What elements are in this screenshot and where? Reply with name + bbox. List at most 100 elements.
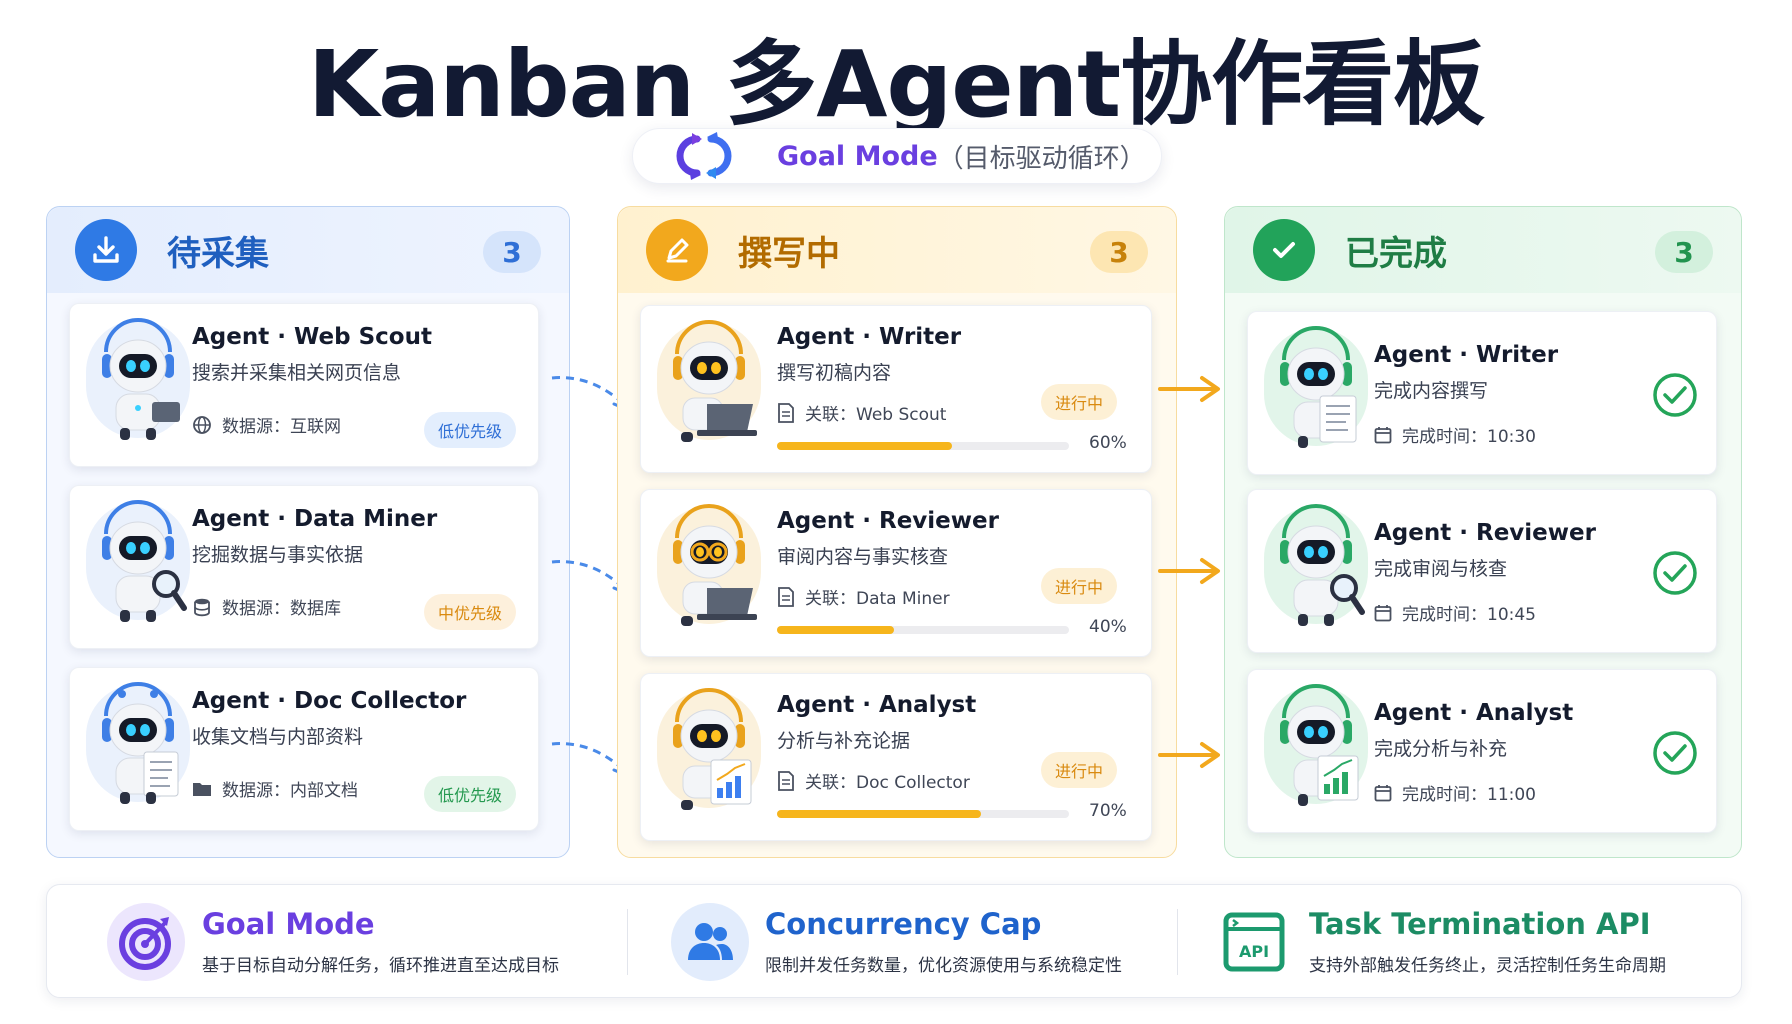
check-circle-icon xyxy=(1653,373,1697,417)
column-writing: 撰写中 3 Agent · Writer 撰写初稿内容 关联：Web Scout… xyxy=(617,206,1177,858)
progress-fill xyxy=(777,810,982,818)
download-icon xyxy=(75,219,137,281)
column-count-badge: 3 xyxy=(1090,231,1148,273)
agent-source: 数据源：数据库 xyxy=(192,594,341,619)
agent-description: 完成内容撰写 xyxy=(1374,380,1489,402)
source-label: 数据源：互联网 xyxy=(222,417,341,437)
agent-card-reviewer[interactable]: Agent · Reviewer 审阅内容与事实核查 关联：Data Miner… xyxy=(640,489,1152,657)
column-title: 待采集 xyxy=(167,233,269,274)
agent-name: Agent · Analyst xyxy=(1374,700,1574,726)
column-title: 撰写中 xyxy=(738,233,840,274)
progress-bar xyxy=(777,626,1069,634)
agent-card-analyst-done[interactable]: Agent · Analyst 完成分析与补充 完成时间：11:00 xyxy=(1247,669,1717,833)
agent-name: Agent · Web Scout xyxy=(192,324,432,350)
progress-fill xyxy=(777,626,894,634)
goal-mode-subtitle: （目标驱动循环） xyxy=(937,143,1146,174)
document-icon xyxy=(778,770,794,791)
agent-description: 分析与补充论据 xyxy=(777,730,911,752)
target-icon xyxy=(107,903,185,981)
feature-title: Task Termination API xyxy=(1309,907,1651,941)
progress-bar xyxy=(777,442,1069,450)
flow-arrow-icon xyxy=(1158,558,1220,584)
agent-name: Agent · Reviewer xyxy=(1374,520,1596,546)
link-label: 关联：Web Scout xyxy=(805,405,947,425)
priority-badge: 低优先级 xyxy=(424,776,517,812)
robot-avatar-icon xyxy=(1280,684,1359,806)
feature-description: 基于目标自动分解任务，循环推进直至达成目标 xyxy=(202,956,559,976)
robot-avatar-icon xyxy=(673,320,757,442)
agent-card-writer-done[interactable]: Agent · Writer 完成内容撰写 完成时间：10:30 xyxy=(1247,311,1717,475)
completion-time-label: 完成时间：11:00 xyxy=(1402,785,1536,805)
feature-description: 限制并发任务数量，优化资源使用与系统稳定性 xyxy=(765,956,1122,976)
agent-name: Agent · Doc Collector xyxy=(192,688,467,714)
status-badge: 进行中 xyxy=(1041,568,1118,604)
robot-avatar-icon xyxy=(102,500,187,622)
column-count-badge: 3 xyxy=(1655,231,1713,273)
globe-icon xyxy=(193,415,211,434)
column-done: 已完成 3 Agent · Writer 完成内容撰写 完成时间：10:30 xyxy=(1224,206,1742,858)
robot-avatar-icon xyxy=(102,318,180,440)
agent-source: 数据源：互联网 xyxy=(192,412,341,437)
api-icon-text: API xyxy=(1239,942,1269,961)
agent-name: Agent · Writer xyxy=(1374,342,1559,368)
page-title: Kanban 多Agent协作看板 xyxy=(307,31,1485,138)
feature-title: Goal Mode xyxy=(202,907,375,941)
check-circle-icon xyxy=(1653,731,1697,775)
robot-avatar-icon xyxy=(673,504,757,626)
calendar-icon xyxy=(1374,604,1392,621)
agent-card-data-miner[interactable]: Agent · Data Miner 挖掘数据与事实依据 数据源：数据库 中优先… xyxy=(69,485,539,649)
priority-badge: 中优先级 xyxy=(424,594,517,630)
goal-mode-label: Goal Mode xyxy=(777,140,938,172)
robot-avatar-icon xyxy=(1280,326,1357,448)
agent-description: 审阅内容与事实核查 xyxy=(777,546,949,568)
feature-title: Concurrency Cap xyxy=(765,907,1042,941)
pencil-icon xyxy=(646,219,708,281)
progress-percent: 40% xyxy=(1089,617,1127,637)
agent-link: 关联：Web Scout xyxy=(777,400,946,425)
agent-name: Agent · Writer xyxy=(777,324,962,350)
agent-card-doc-collector[interactable]: Agent · Doc Collector 收集文档与内部资料 数据源：内部文档… xyxy=(69,667,539,831)
column-header: 已完成 3 xyxy=(1225,207,1741,293)
source-label: 数据源：内部文档 xyxy=(222,781,358,801)
agent-link: 关联：Data Miner xyxy=(777,584,950,609)
calendar-icon xyxy=(1374,784,1392,801)
column-to-collect: 待采集 3 Agent · Web Scout 搜索并采集相关网页信息 数据源：… xyxy=(46,206,570,858)
agent-card-reviewer-done[interactable]: Agent · Reviewer 完成审阅与核查 完成时间：10:45 xyxy=(1247,489,1717,653)
check-icon xyxy=(1253,219,1315,281)
progress-percent: 60% xyxy=(1089,433,1127,453)
database-icon xyxy=(194,598,210,616)
completion-time-label: 完成时间：10:30 xyxy=(1402,427,1536,447)
robot-avatar-icon xyxy=(1280,504,1365,626)
agent-link: 关联：Doc Collector xyxy=(777,768,970,793)
goal-mode-pill[interactable]: Goal Mode （目标驱动循环） xyxy=(632,128,1162,184)
agent-description: 挖掘数据与事实依据 xyxy=(192,544,364,566)
progress-bar xyxy=(777,810,1069,818)
check-circle-icon xyxy=(1653,551,1697,595)
agent-description: 撰写初稿内容 xyxy=(777,362,892,384)
agent-card-web-scout[interactable]: Agent · Web Scout 搜索并采集相关网页信息 数据源：互联网 低优… xyxy=(69,303,539,467)
agent-name: Agent · Reviewer xyxy=(777,508,999,534)
agent-card-analyst[interactable]: Agent · Analyst 分析与补充论据 关联：Doc Collector… xyxy=(640,673,1152,841)
refresh-loop-icon xyxy=(676,132,732,180)
document-icon xyxy=(778,402,794,423)
document-icon xyxy=(778,586,794,607)
completion-time: 完成时间：11:00 xyxy=(1374,780,1536,805)
completion-time-label: 完成时间：10:45 xyxy=(1402,605,1536,625)
link-label: 关联：Data Miner xyxy=(805,589,950,609)
robot-avatar-icon xyxy=(102,682,179,804)
feature-description: 支持外部触发任务终止，灵活控制任务生命周期 xyxy=(1309,956,1666,976)
agent-card-writer[interactable]: Agent · Writer 撰写初稿内容 关联：Web Scout 进行中 6… xyxy=(640,305,1152,473)
folder-icon xyxy=(193,782,211,796)
divider xyxy=(1177,909,1178,975)
column-header: 待采集 3 xyxy=(47,207,569,293)
source-label: 数据源：数据库 xyxy=(222,599,341,619)
status-badge: 进行中 xyxy=(1041,752,1118,788)
agent-name: Agent · Data Miner xyxy=(192,506,438,532)
column-title: 已完成 xyxy=(1345,233,1447,274)
agent-source: 数据源：内部文档 xyxy=(192,776,358,801)
agent-description: 收集文档与内部资料 xyxy=(192,726,364,748)
status-badge: 进行中 xyxy=(1041,384,1118,420)
agent-name: Agent · Analyst xyxy=(777,692,977,718)
robot-avatar-icon xyxy=(673,688,752,810)
feature-bar: Goal Mode 基于目标自动分解任务，循环推进直至达成目标 Concurre… xyxy=(46,884,1742,998)
